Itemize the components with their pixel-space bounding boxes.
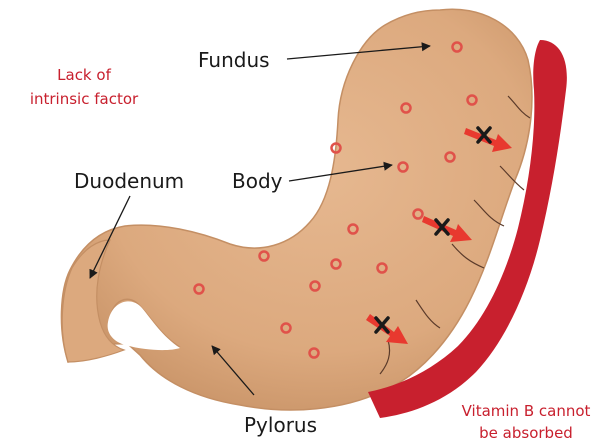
note-vitamin-line2: be absorbed xyxy=(479,424,573,442)
label-duodenum: Duodenum xyxy=(74,169,184,193)
label-fundus: Fundus xyxy=(198,48,270,72)
note-lack-line2: intrinsic factor xyxy=(30,90,139,108)
label-pylorus: Pylorus xyxy=(244,413,317,437)
note-lack-line1: Lack of xyxy=(57,66,111,84)
note-vitamin-line1: Vitamin B cannot xyxy=(462,402,591,420)
label-body: Body xyxy=(232,169,283,193)
